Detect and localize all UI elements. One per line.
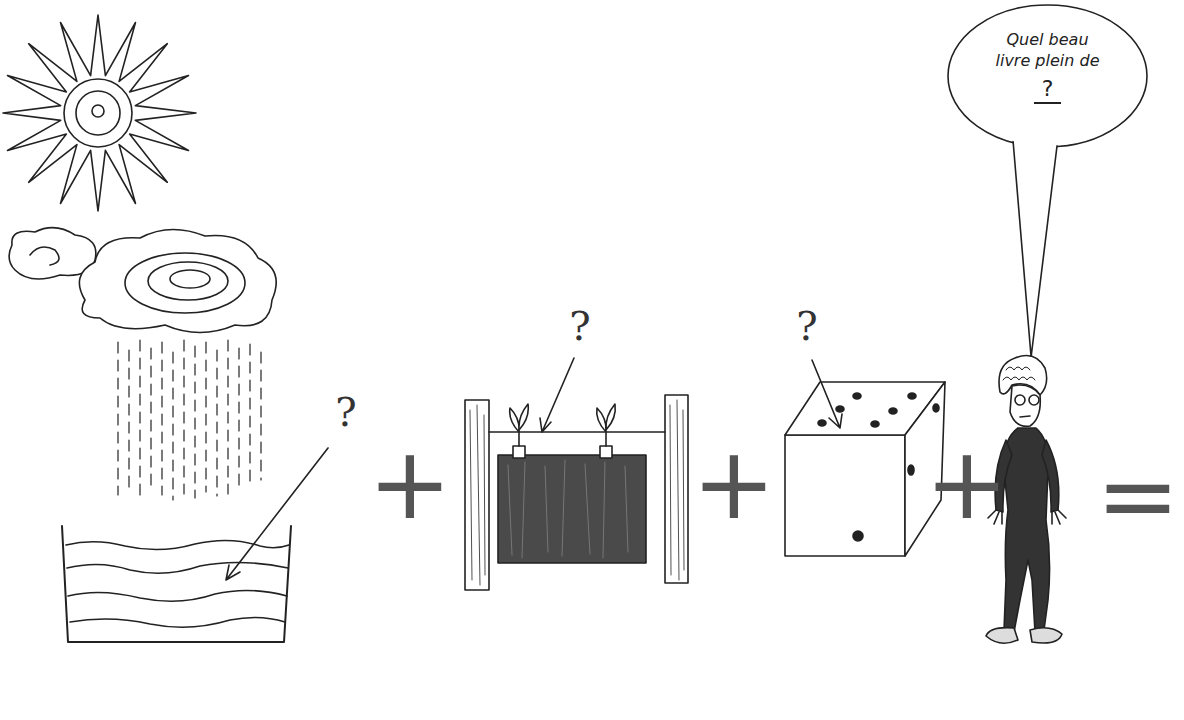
water-wave <box>67 562 288 573</box>
water-wave <box>68 590 287 601</box>
question-mark: ? <box>796 306 817 346</box>
die <box>785 360 945 556</box>
bubble-tail <box>1013 136 1058 357</box>
hanging-board <box>498 455 646 563</box>
mouth <box>1020 416 1030 417</box>
equals-sign: = <box>1096 446 1180 546</box>
plank-frame <box>465 358 688 590</box>
rain <box>118 340 261 500</box>
sun-rays <box>3 15 196 211</box>
plus-sign: + <box>692 434 776 534</box>
clip <box>513 446 525 458</box>
sun-ring <box>76 91 120 135</box>
board-texture <box>508 460 628 558</box>
post <box>665 395 688 583</box>
question-mark: ? <box>569 306 590 346</box>
shoe <box>1030 628 1062 643</box>
arm <box>1042 440 1059 512</box>
clip <box>600 446 612 458</box>
plank-line <box>489 431 665 433</box>
post <box>465 400 489 590</box>
speech-bubble: Quel beau livre plein de? <box>945 2 1150 150</box>
cloud-swirl <box>148 262 228 300</box>
question-mark: ? <box>1034 76 1062 104</box>
sun-disc <box>64 79 132 147</box>
hair-curls <box>1003 367 1035 380</box>
sprout <box>510 404 529 446</box>
big-cloud <box>79 229 276 332</box>
glasses <box>1015 395 1025 405</box>
water-basin <box>62 526 291 642</box>
water-wave <box>70 617 285 627</box>
leader-arrow <box>812 360 842 428</box>
plus-sign: + <box>925 434 1009 534</box>
sun <box>3 15 196 211</box>
wood-grain <box>670 400 684 580</box>
wood-grain <box>470 405 485 585</box>
cloud <box>9 228 276 333</box>
small-cloud-swirl <box>30 247 59 265</box>
leader-arrow <box>540 358 574 432</box>
bubble-fill <box>950 7 1146 146</box>
glasses <box>1029 395 1039 405</box>
basin-outline <box>62 526 291 642</box>
sun-core <box>92 105 104 117</box>
sprout <box>597 404 616 446</box>
die-front <box>785 435 905 556</box>
speech-text: Quel beau livre plein de <box>989 30 1107 72</box>
plus-sign: + <box>368 434 452 534</box>
question-mark: ? <box>335 392 356 432</box>
cloud-swirl <box>170 270 210 288</box>
leader-arrow <box>226 448 328 580</box>
bubble-ellipse <box>948 5 1147 147</box>
shoe <box>986 628 1018 644</box>
cloud-swirl <box>125 253 245 313</box>
face <box>1010 385 1040 426</box>
die-pips <box>818 393 939 541</box>
